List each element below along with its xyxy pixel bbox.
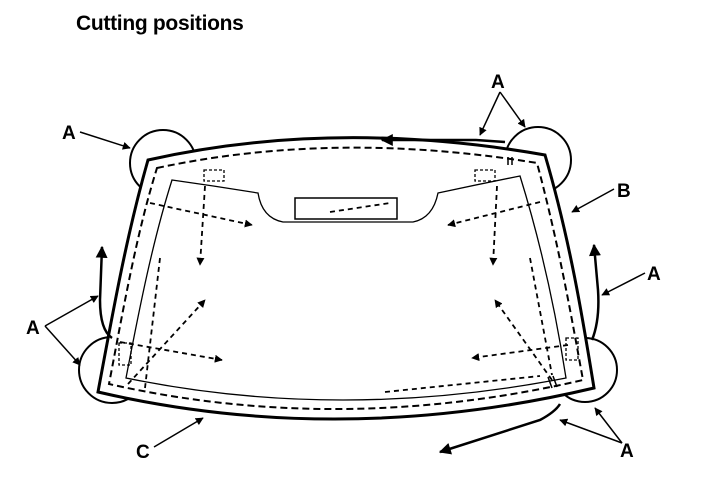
- callout-leaders: [44, 91, 646, 448]
- clip-right: [565, 337, 579, 361]
- label-b: B: [617, 181, 631, 202]
- mirror-mount: [294, 197, 398, 220]
- cut-arrow: [144, 257, 161, 389]
- wire-arrow-top: [380, 134, 506, 146]
- callout-labels: A A B A A C A: [26, 72, 661, 463]
- label-a-top-right: A: [491, 72, 505, 93]
- retainer-clips: [118, 169, 579, 366]
- page-title: Cutting positions: [76, 12, 244, 35]
- cut-arrow: [494, 299, 553, 381]
- bracket-marks: [507, 157, 558, 389]
- clip-top-left: [203, 169, 225, 182]
- cut-arrow: [384, 375, 541, 393]
- label-a-bottom-right: A: [620, 441, 634, 462]
- cut-arrow: [529, 257, 553, 376]
- label-a-top-left: A: [62, 123, 76, 144]
- cut-arrow: [471, 344, 569, 361]
- label-a-right: A: [647, 264, 661, 285]
- cut-arrow: [127, 299, 206, 385]
- wire-movement-arrows: [95, 134, 601, 455]
- wire-arrow-right: [588, 243, 601, 341]
- label-a-left: A: [26, 318, 40, 339]
- cutting-line: [107, 146, 585, 410]
- cut-arrow: [196, 185, 206, 266]
- cut-direction-arrows: [119, 185, 569, 393]
- clip-top-right: [474, 169, 496, 182]
- clip-left: [118, 342, 132, 366]
- cut-arrow: [489, 185, 498, 266]
- windshield-inner-area: [125, 175, 567, 401]
- wire-arrow-bottom: [438, 403, 562, 455]
- cut-arrow: [329, 202, 391, 213]
- label-c: C: [136, 442, 150, 463]
- wire-arrow-left: [95, 245, 113, 340]
- cut-arrow: [447, 201, 541, 228]
